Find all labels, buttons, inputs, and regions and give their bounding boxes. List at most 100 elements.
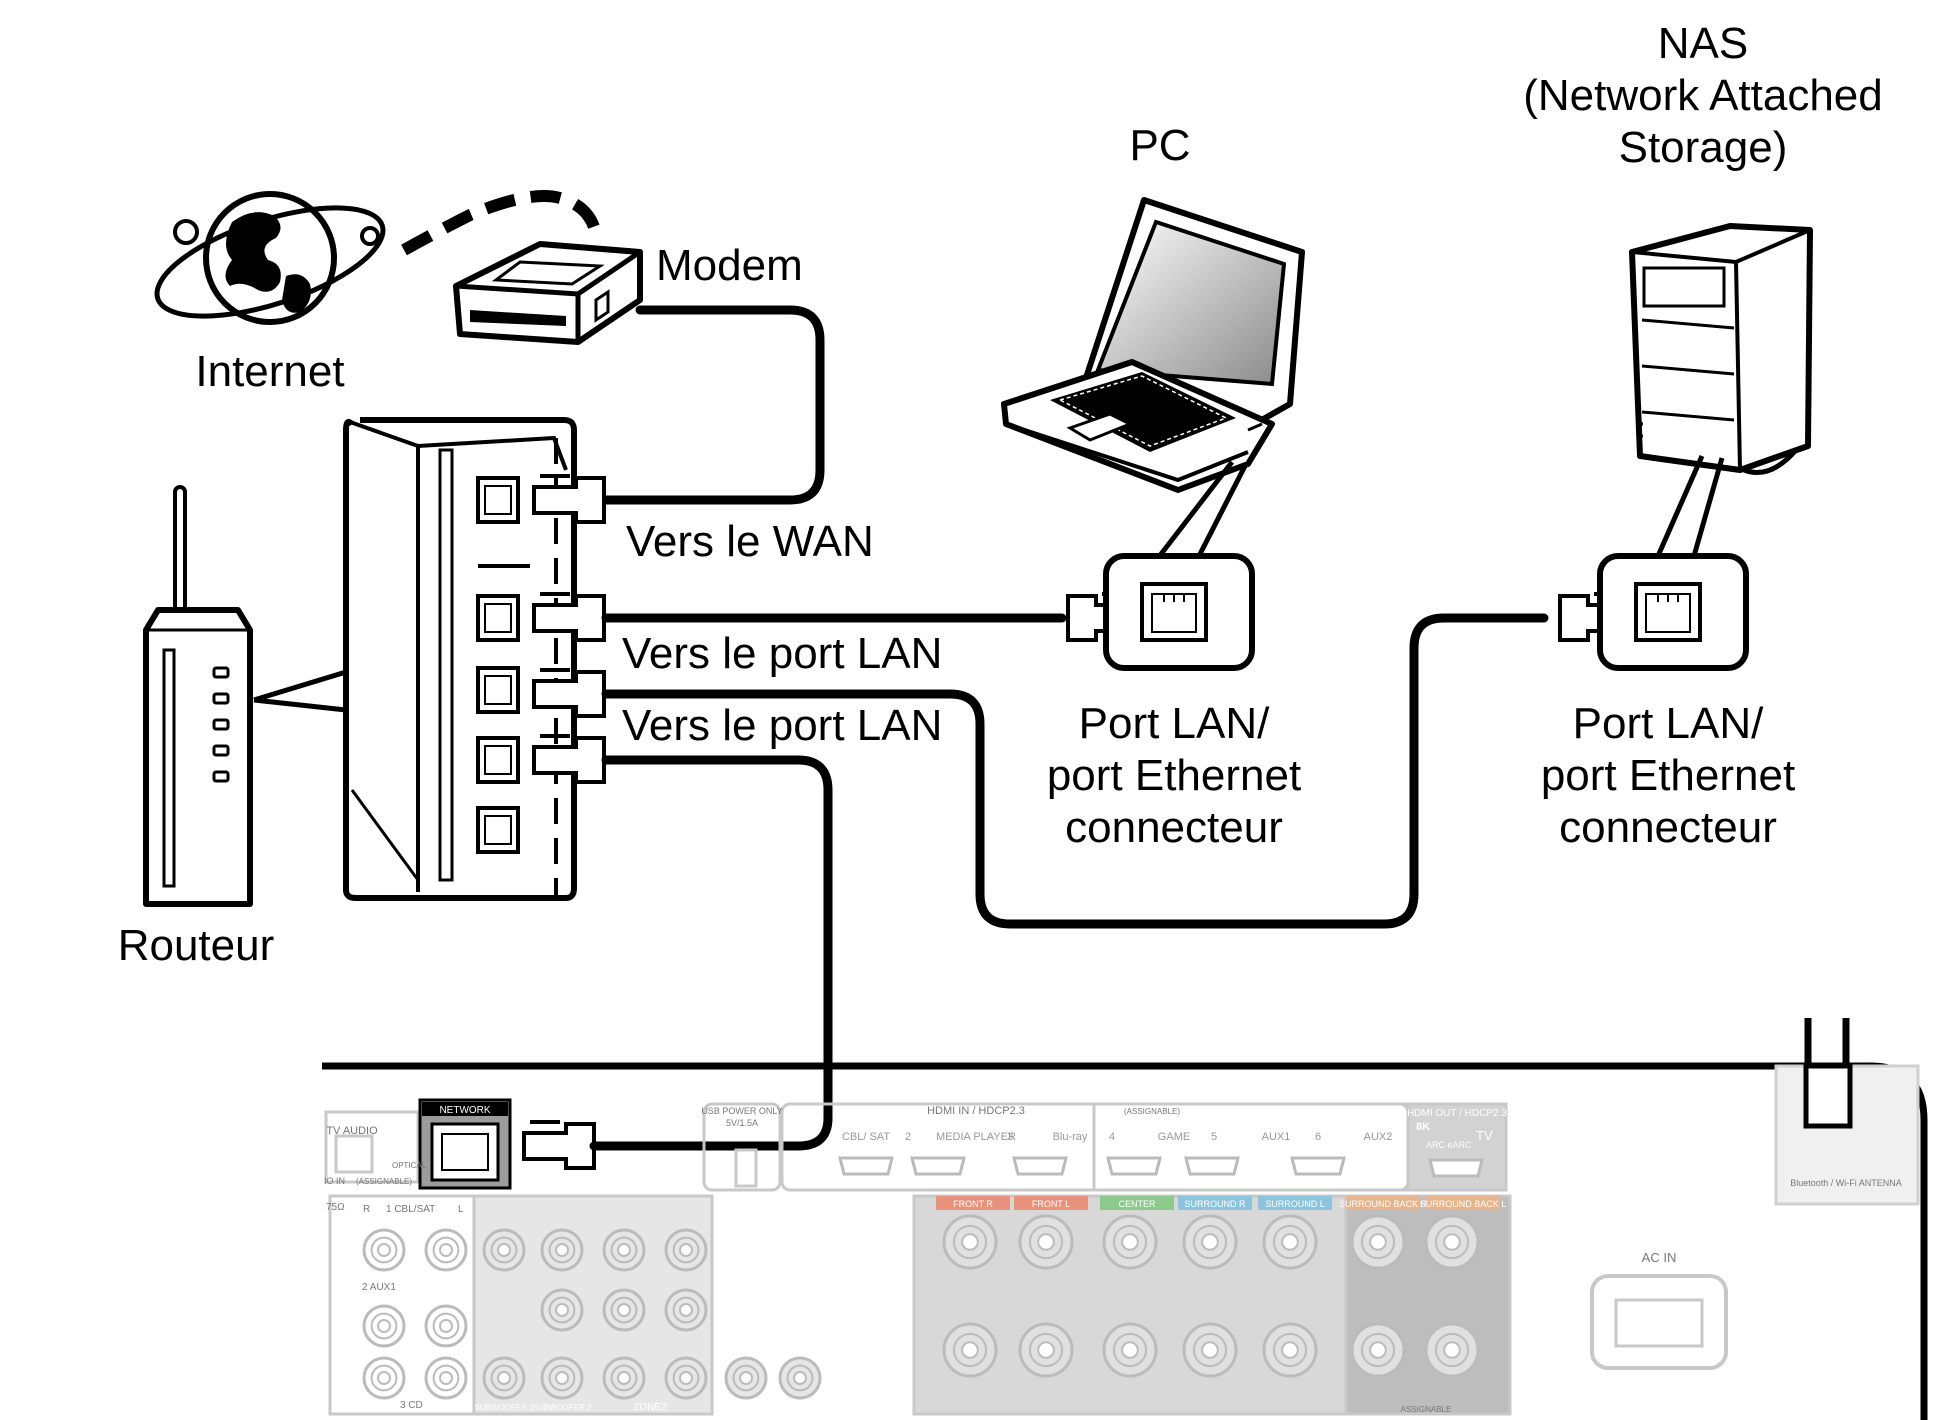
router-rj45-ports [476,476,520,854]
nas-port-callout [1655,454,1725,558]
speaker-top-7 [1424,1214,1480,1270]
preout-jack-10 [602,1356,646,1400]
speaker-bottom-1 [942,1322,998,1378]
hdmi-label-3: MEDIA PLAYER [936,1131,1016,1143]
label-nas-3: Storage) [1619,123,1788,172]
label-port-pc-2: port Ethernet [1047,751,1301,800]
preout-jack-4 [664,1228,708,1272]
label-nas-1: NAS [1658,19,1748,68]
laptop-icon [1001,197,1305,493]
speaker-top-5 [1262,1214,1318,1270]
label-l: L [458,1204,464,1215]
speaker-bottom-6 [1350,1322,1406,1378]
label-arc: ARC eARC [1426,1140,1472,1150]
label-analog-1: 1 CBL/SAT [386,1204,435,1215]
nas-cable [601,613,1549,929]
plug-lan-pc [532,592,606,642]
speaker-top-4 [1182,1214,1238,1270]
plug-lan-receiver [532,734,606,784]
preout-jack-6 [602,1288,646,1332]
hdmi-socket-3 [1012,1156,1068,1176]
receiver-network-port [418,1098,512,1190]
speaker-bottom-5 [1262,1322,1318,1378]
label-port-pc-3: connecteur [1065,803,1283,852]
label-hdmi-assignable: (ASSIGNABLE) [1124,1107,1180,1116]
speaker-tag-bg-1 [936,1196,1010,1210]
hdmi-label-7: GAME [1158,1131,1190,1143]
hdmi-socket-2 [910,1156,966,1176]
analog-jack-5 [362,1356,406,1400]
nas-lan-port [1597,553,1749,671]
hdmi-socket-7 [1428,1158,1484,1178]
speaker-tag-bg-6 [1346,1196,1420,1210]
label-analog-2: 2 AUX1 [362,1282,396,1293]
speaker-tag-6: SURROUND BACK R [1339,1199,1428,1209]
speaker-top-3 [1102,1214,1158,1270]
nas-icon [1629,223,1813,475]
router-port-5 [476,806,520,854]
hdmi-label-6: 4 [1109,1131,1115,1143]
label-sub1: SUBWOOFER 1 [474,1403,534,1412]
router-port-2 [476,594,520,642]
speaker-tag-bg-3 [1100,1196,1174,1210]
label-sub2: SUBWOOFER 2 [532,1403,592,1412]
hdmi-label-4: 3 [1007,1131,1013,1143]
label-assignable: ASSIGNABLE [1401,1405,1452,1414]
preout-jack-11 [664,1356,708,1400]
label-analog-3: 3 CD [400,1400,423,1411]
preout-jack-1 [482,1228,526,1272]
hdmi-label-10: 6 [1315,1131,1321,1143]
speaker-bottom-3 [1102,1322,1158,1378]
speaker-tag-5: SURROUND L [1265,1199,1325,1209]
label-routeur: Routeur [118,921,275,970]
speaker-tag-3: CENTER [1118,1199,1156,1209]
label-port-pc-1: Port LAN/ [1079,699,1271,748]
preout-jack-3 [602,1228,646,1272]
label-modem: Modem [656,241,803,290]
analog-jack-4 [424,1304,468,1348]
speaker-tag-bg-4 [1178,1196,1252,1210]
preout-jack-2 [540,1228,584,1272]
analog-jack-2 [424,1228,468,1272]
label-port-nas-2: port Ethernet [1541,751,1795,800]
speaker-tag-1: FRONT R [953,1199,993,1209]
preout-jack-8 [482,1356,526,1400]
analog-jack-6 [424,1356,468,1400]
hdmi-socket-5 [1184,1156,1240,1176]
plug-lan-nas [532,668,606,718]
hdmi-socket-4 [1106,1156,1162,1176]
receiver-cable [589,755,833,1151]
preout-jack-13 [778,1356,822,1400]
speaker-tag-2: FRONT L [1032,1199,1070,1209]
speaker-tags: FRONT R FRONT L CENTER SURROUND R SURROUND L… [936,1196,1506,1210]
label-usb-rating: 5V/1.5A [726,1118,758,1128]
hdmi-label-11: AUX2 [1364,1131,1393,1143]
preout-jack-12 [724,1356,768,1400]
label-ac-in: AC IN [1642,1250,1677,1265]
label-network: NETWORK [439,1105,490,1116]
label-nas-2: (Network Attached [1523,71,1883,120]
hdmi-label-9: AUX1 [1262,1131,1291,1143]
speaker-tag-bg-7 [1426,1196,1500,1210]
hdmi-label-1: CBL/ SAT [842,1131,890,1143]
router-port-3 [476,666,520,714]
hdmi-label-8: 5 [1211,1131,1217,1143]
hdmi-socket-1 [838,1156,894,1176]
wireless-link-dashed [401,190,602,256]
pc-lan-port [1103,553,1255,671]
speaker-bottom-4 [1182,1322,1238,1378]
badge-4k: 4K [800,1119,814,1131]
hdmi-label-2: 2 [905,1131,911,1143]
speaker-top-6 [1350,1214,1406,1270]
router-port-4 [476,736,520,784]
label-hdmi-out: HDMI OUT / HDCP2.3 [1407,1108,1507,1119]
analog-jack-3 [362,1304,406,1348]
receiver-jacks [362,1156,1484,1400]
modem-icon [453,241,643,345]
speaker-tag-4: SURROUND R [1184,1199,1246,1209]
router-icon [143,485,253,907]
hdmi-label-5: Blu-ray [1053,1131,1088,1143]
speaker-bottom-7 [1424,1322,1480,1378]
